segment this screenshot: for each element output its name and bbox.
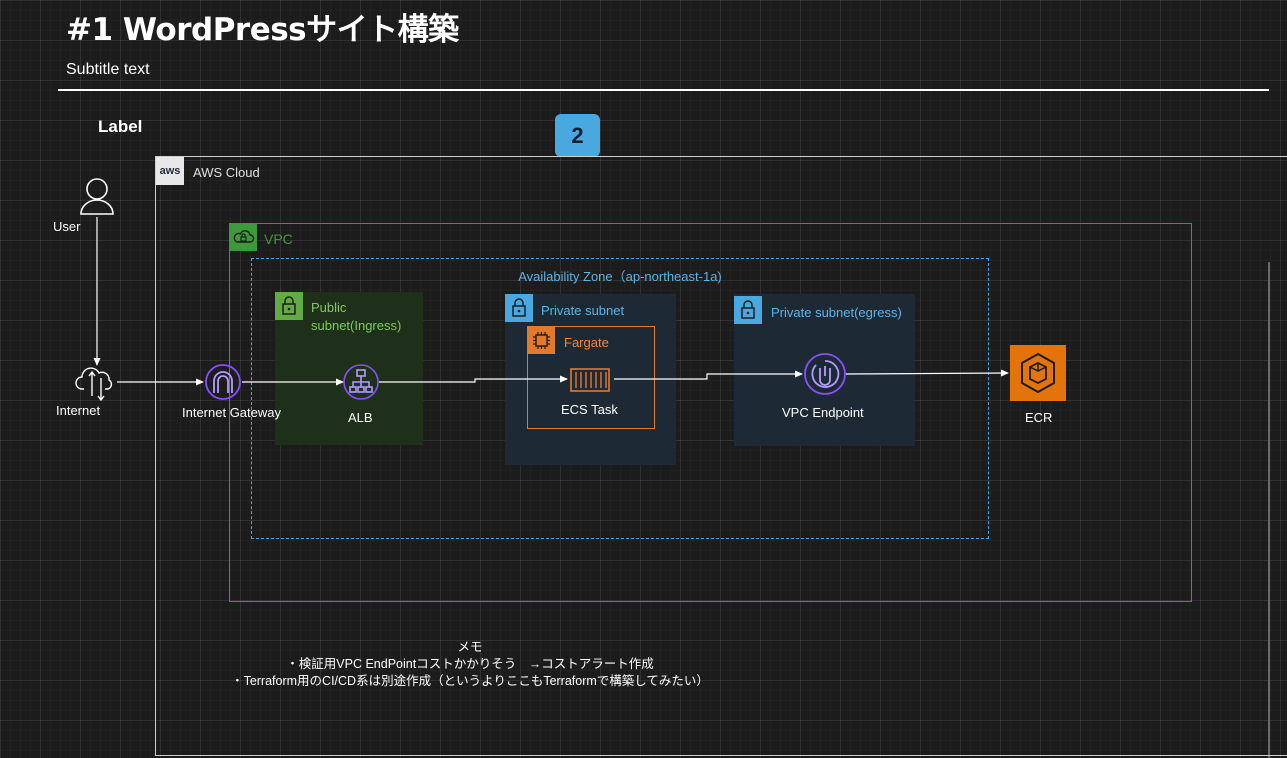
fargate-chip-icon (528, 327, 555, 354)
edge-ecs-endpoint (614, 370, 803, 380)
canvas-edge-line (1268, 262, 1270, 758)
vpc-cloud-icon (230, 224, 257, 251)
ecr-icon (1021, 352, 1055, 394)
vpc-label: VPC (264, 231, 293, 247)
page-subtitle: Subtitle text (66, 61, 150, 78)
fargate-group[interactable] (527, 326, 655, 429)
title-divider (58, 89, 1269, 91)
page-title: #1 WordPressサイト構築 (66, 12, 459, 48)
memo-line-2: ・Terraform用のCI/CD系は別途作成（というよりここもTerrafor… (231, 674, 709, 688)
ecs-task-label: ECS Task (561, 402, 618, 417)
edge-endpoint-ecr (845, 369, 1009, 377)
fargate-label: Fargate (564, 335, 609, 350)
internet-icon (75, 367, 113, 402)
private-subnet-label: Private subnet (541, 303, 625, 318)
edge-alb-ecs (379, 375, 568, 383)
vpc-endpoint-icon (804, 353, 846, 395)
vpc-endpoint-label: VPC Endpoint (782, 405, 864, 420)
public-subnet-label-line2: subnet(Ingress) (311, 318, 402, 333)
aws-cloud-label: AWS Cloud (193, 165, 260, 180)
user-icon (80, 178, 114, 215)
internet-gateway-icon (205, 364, 241, 400)
memo-line-1: ・検証用VPC EndPointコストかかりそう →コストアラート作成 (286, 657, 654, 671)
alb-label: ALB (348, 410, 373, 425)
aws-logo-icon: aws (156, 157, 184, 185)
availability-zone-label: Availability Zone（ap-northeast-1a) (518, 269, 722, 284)
internet-label: Internet (56, 403, 101, 418)
ecr-node[interactable] (1010, 345, 1066, 401)
user-label: User (53, 219, 81, 234)
ecr-label: ECR (1025, 410, 1053, 425)
memo-note: メモ ・検証用VPC EndPointコストかかりそう →コストアラート作成 ・… (160, 639, 780, 690)
ecs-task-icon (570, 368, 610, 392)
vpc-group[interactable] (229, 223, 1192, 602)
internet-gateway-label: Internet Gateway (182, 405, 281, 420)
private-subnet-egress-label: Private subnet(egress) (771, 305, 902, 320)
private-subnet-egress-lock-icon (734, 296, 762, 324)
memo-heading: メモ (457, 640, 483, 654)
label-text: Label (98, 117, 143, 136)
public-subnet-label-line1: Public (311, 300, 347, 315)
aws-cloud-group[interactable] (155, 156, 1287, 756)
step-badge[interactable]: 2 (555, 114, 600, 157)
public-subnet-label: Public subnet(Ingress) (311, 299, 401, 335)
private-subnet-lock-icon (505, 294, 533, 322)
public-subnet-lock-icon (275, 292, 303, 320)
availability-zone-group[interactable] (251, 258, 989, 539)
alb-icon (343, 364, 379, 400)
